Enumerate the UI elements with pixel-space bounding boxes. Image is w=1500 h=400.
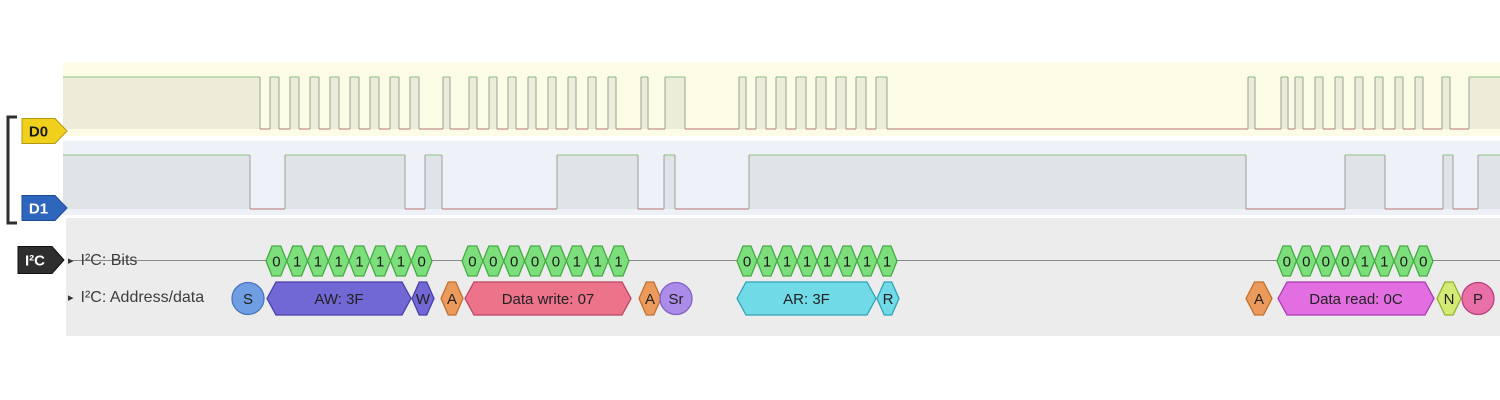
i2c-annotation-data-write-07: Data write: 07 [464, 281, 632, 316]
svg-text:P: P [1473, 291, 1483, 308]
i2c-bit: 0 [1412, 245, 1434, 277]
svg-text:1: 1 [883, 254, 891, 271]
expand-arrow-icon[interactable]: ▸ [68, 292, 74, 304]
svg-text:0: 0 [1341, 254, 1349, 271]
decoder-area-bg [66, 218, 1500, 336]
i2c-decoder-tag[interactable]: I²C [17, 246, 65, 274]
svg-text:1: 1 [1361, 254, 1369, 271]
i2c-decoder-tag-text: I²C [25, 253, 45, 270]
i2c-annotation-aw-3f: AW: 3F [266, 281, 412, 316]
svg-text:1: 1 [314, 254, 322, 271]
expand-arrow-icon[interactable]: ▸ [68, 255, 74, 267]
svg-text:1: 1 [803, 254, 811, 271]
svg-text:0: 0 [510, 254, 518, 271]
channel-d1-row-bg [63, 141, 1500, 215]
i2c-annotation-sr: Sr [659, 281, 693, 316]
i2c-bit: 1 [876, 245, 898, 277]
svg-text:1: 1 [614, 254, 622, 271]
svg-text:S: S [243, 291, 253, 308]
svg-text:0: 0 [1302, 254, 1310, 271]
channel-label-d0-text: D0 [29, 124, 48, 141]
channel-group-bracket [6, 115, 17, 225]
svg-text:1: 1 [355, 254, 363, 271]
svg-text:1: 1 [843, 254, 851, 271]
svg-text:Data read: 0C: Data read: 0C [1309, 291, 1403, 308]
svg-text:1: 1 [293, 254, 301, 271]
svg-text:1: 1 [376, 254, 384, 271]
svg-text:0: 0 [531, 254, 539, 271]
svg-text:1: 1 [783, 254, 791, 271]
svg-text:0: 0 [1419, 254, 1427, 271]
channel-label-d1[interactable]: D1 [21, 195, 68, 221]
i2c-bit: 1 [607, 245, 630, 277]
decoder-row-address-data[interactable]: ▸ I²C: Address/data [68, 289, 204, 307]
svg-text:1: 1 [823, 254, 831, 271]
svg-text:0: 0 [1322, 254, 1330, 271]
svg-text:R: R [883, 291, 894, 308]
channel-label-d1-text: D1 [29, 201, 48, 218]
svg-text:N: N [1444, 291, 1455, 308]
svg-text:1: 1 [1380, 254, 1388, 271]
decoder-row-bits[interactable]: ▸ I²C: Bits [68, 252, 137, 270]
svg-text:0: 0 [743, 254, 751, 271]
svg-text:1: 1 [397, 254, 405, 271]
svg-text:0: 0 [272, 254, 280, 271]
decoder-row-bits-label: I²C: Bits [80, 252, 138, 269]
i2c-annotation-r: R [876, 281, 900, 316]
svg-text:Sr: Sr [669, 291, 684, 308]
i2c-annotation-data-read-0c: Data read: 0C [1277, 281, 1435, 316]
svg-text:0: 0 [1283, 254, 1291, 271]
svg-text:1: 1 [594, 254, 602, 271]
svg-text:0: 0 [468, 254, 476, 271]
i2c-annotation-n: N [1436, 281, 1462, 316]
svg-text:A: A [447, 291, 457, 308]
i2c-annotation-s: S [231, 281, 265, 316]
channel-d0-row-bg [63, 62, 1500, 136]
i2c-annotation-a: A [440, 281, 464, 316]
decoder-row-address-data-label: I²C: Address/data [80, 289, 205, 306]
svg-text:A: A [1254, 291, 1264, 308]
svg-text:1: 1 [573, 254, 581, 271]
svg-text:0: 0 [1400, 254, 1408, 271]
svg-text:0: 0 [489, 254, 497, 271]
svg-text:1: 1 [863, 254, 871, 271]
i2c-annotation-w: W [411, 281, 435, 316]
i2c-annotation-p: P [1461, 281, 1495, 316]
svg-text:0: 0 [417, 254, 425, 271]
svg-text:W: W [416, 291, 431, 308]
svg-text:A: A [645, 291, 655, 308]
svg-text:0: 0 [552, 254, 560, 271]
svg-text:1: 1 [334, 254, 342, 271]
svg-text:AW: 3F: AW: 3F [314, 291, 363, 308]
svg-text:1: 1 [763, 254, 771, 271]
svg-text:Data write: 07: Data write: 07 [502, 291, 595, 308]
channel-label-d0[interactable]: D0 [21, 118, 68, 144]
i2c-annotation-a: A [1245, 281, 1273, 316]
channel-d0-trace[interactable] [63, 62, 1500, 136]
svg-text:AR: 3F: AR: 3F [783, 291, 830, 308]
i2c-bit: 0 [410, 245, 433, 277]
i2c-annotation-ar-3f: AR: 3F [736, 281, 877, 316]
channel-d1-trace[interactable] [63, 141, 1500, 215]
